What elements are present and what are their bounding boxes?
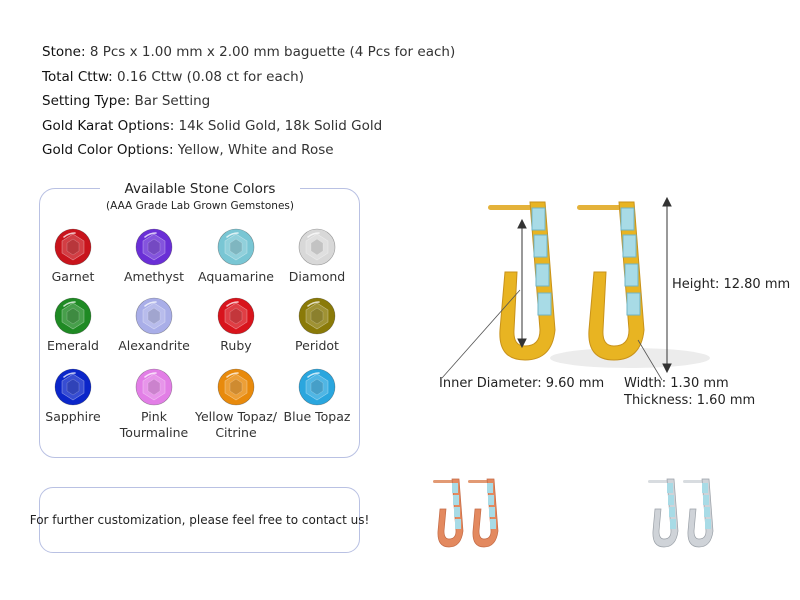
- gem-amethyst-icon: [135, 228, 173, 266]
- spec-setting-type: Setting Type: Bar Setting: [42, 93, 211, 109]
- width-leader: [637, 339, 663, 381]
- height-arrow: [662, 196, 672, 374]
- gem-ruby[interactable]: Ruby: [191, 297, 281, 354]
- white-earring-left: [648, 478, 679, 548]
- gem-sapphire[interactable]: Sapphire: [28, 368, 118, 425]
- white-earring-right: [683, 478, 714, 548]
- earring-variant-rose[interactable]: [425, 475, 525, 555]
- inner-diameter-arrow: [517, 218, 527, 349]
- gem-blue-topaz[interactable]: Blue Topaz: [272, 368, 362, 425]
- gem-alexandrite-icon: [135, 297, 173, 335]
- rose-earring-left: [433, 478, 464, 548]
- stone-colors-subtitle: (AAA Grade Lab Grown Gemstones): [106, 200, 294, 212]
- contact-message: For further customization, please feel f…: [29, 513, 370, 527]
- spec-gold-karat: Gold Karat Options: 14k Solid Gold, 18k …: [42, 117, 383, 134]
- inner-diameter-label: Inner Diameter: 9.60 mm: [439, 376, 605, 391]
- gem-yellow-topaz-citrine[interactable]: Yellow Topaz/ Citrine: [191, 368, 281, 441]
- gem-peridot-icon: [298, 297, 336, 335]
- contact-panel: For further customization, please feel f…: [30, 487, 369, 553]
- gem-diamond-icon: [298, 228, 336, 266]
- gem-alexandrite[interactable]: Alexandrite: [109, 297, 199, 354]
- gem-aquamarine[interactable]: Aquamarine: [191, 228, 281, 285]
- gem-amethyst[interactable]: Amethyst: [109, 228, 199, 285]
- earring-variant-white[interactable]: [640, 475, 740, 555]
- gem-emerald[interactable]: Emerald: [28, 297, 118, 354]
- gem-pink-tourmaline[interactable]: Pink Tourmaline: [109, 368, 199, 441]
- spec-stone: Stone: 8 Pcs x 1.00 mm x 2.00 mm baguett…: [42, 44, 456, 60]
- gem-blue-topaz-icon: [298, 368, 336, 406]
- specifications: Stone: 8 Pcs x 1.00 mm x 2.00 mm baguett…: [42, 40, 455, 163]
- gem-pink-tourmaline-icon: [135, 368, 173, 406]
- gem-diamond[interactable]: Diamond: [272, 228, 362, 285]
- earring-illustration: [441, 196, 710, 381]
- thickness-label: Thickness: 1.60 mm: [624, 393, 756, 408]
- gem-emerald-icon: [54, 297, 92, 335]
- earring-post-left: [488, 205, 532, 210]
- gem-aquamarine-icon: [217, 228, 255, 266]
- gem-garnet[interactable]: Garnet: [28, 228, 118, 285]
- earring-shadow: [550, 348, 710, 368]
- height-label: Height: 12.80 mm: [672, 277, 791, 292]
- baguette-row-left: [531, 207, 552, 316]
- spec-gold-color: Gold Color Options: Yellow, White and Ro…: [42, 142, 334, 158]
- baguette-row-right: [620, 207, 641, 316]
- width-label: Width: 1.30 mm: [624, 376, 729, 391]
- gem-yellow-topaz-citrine-icon: [217, 368, 255, 406]
- gem-sapphire-icon: [54, 368, 92, 406]
- gem-garnet-icon: [54, 228, 92, 266]
- inner-diameter-leader: [441, 289, 521, 379]
- gem-ruby-icon: [217, 297, 255, 335]
- spec-total-cttw: Total Cttw: 0.16 Cttw (0.08 ct for each): [42, 68, 304, 85]
- gem-peridot[interactable]: Peridot: [272, 297, 362, 354]
- earring-left: [488, 201, 556, 361]
- stone-colors-title: Available Stone Colors: [100, 180, 300, 198]
- rose-earring-right: [468, 478, 499, 548]
- earring-post-right: [577, 205, 621, 210]
- earring-right: [577, 201, 645, 361]
